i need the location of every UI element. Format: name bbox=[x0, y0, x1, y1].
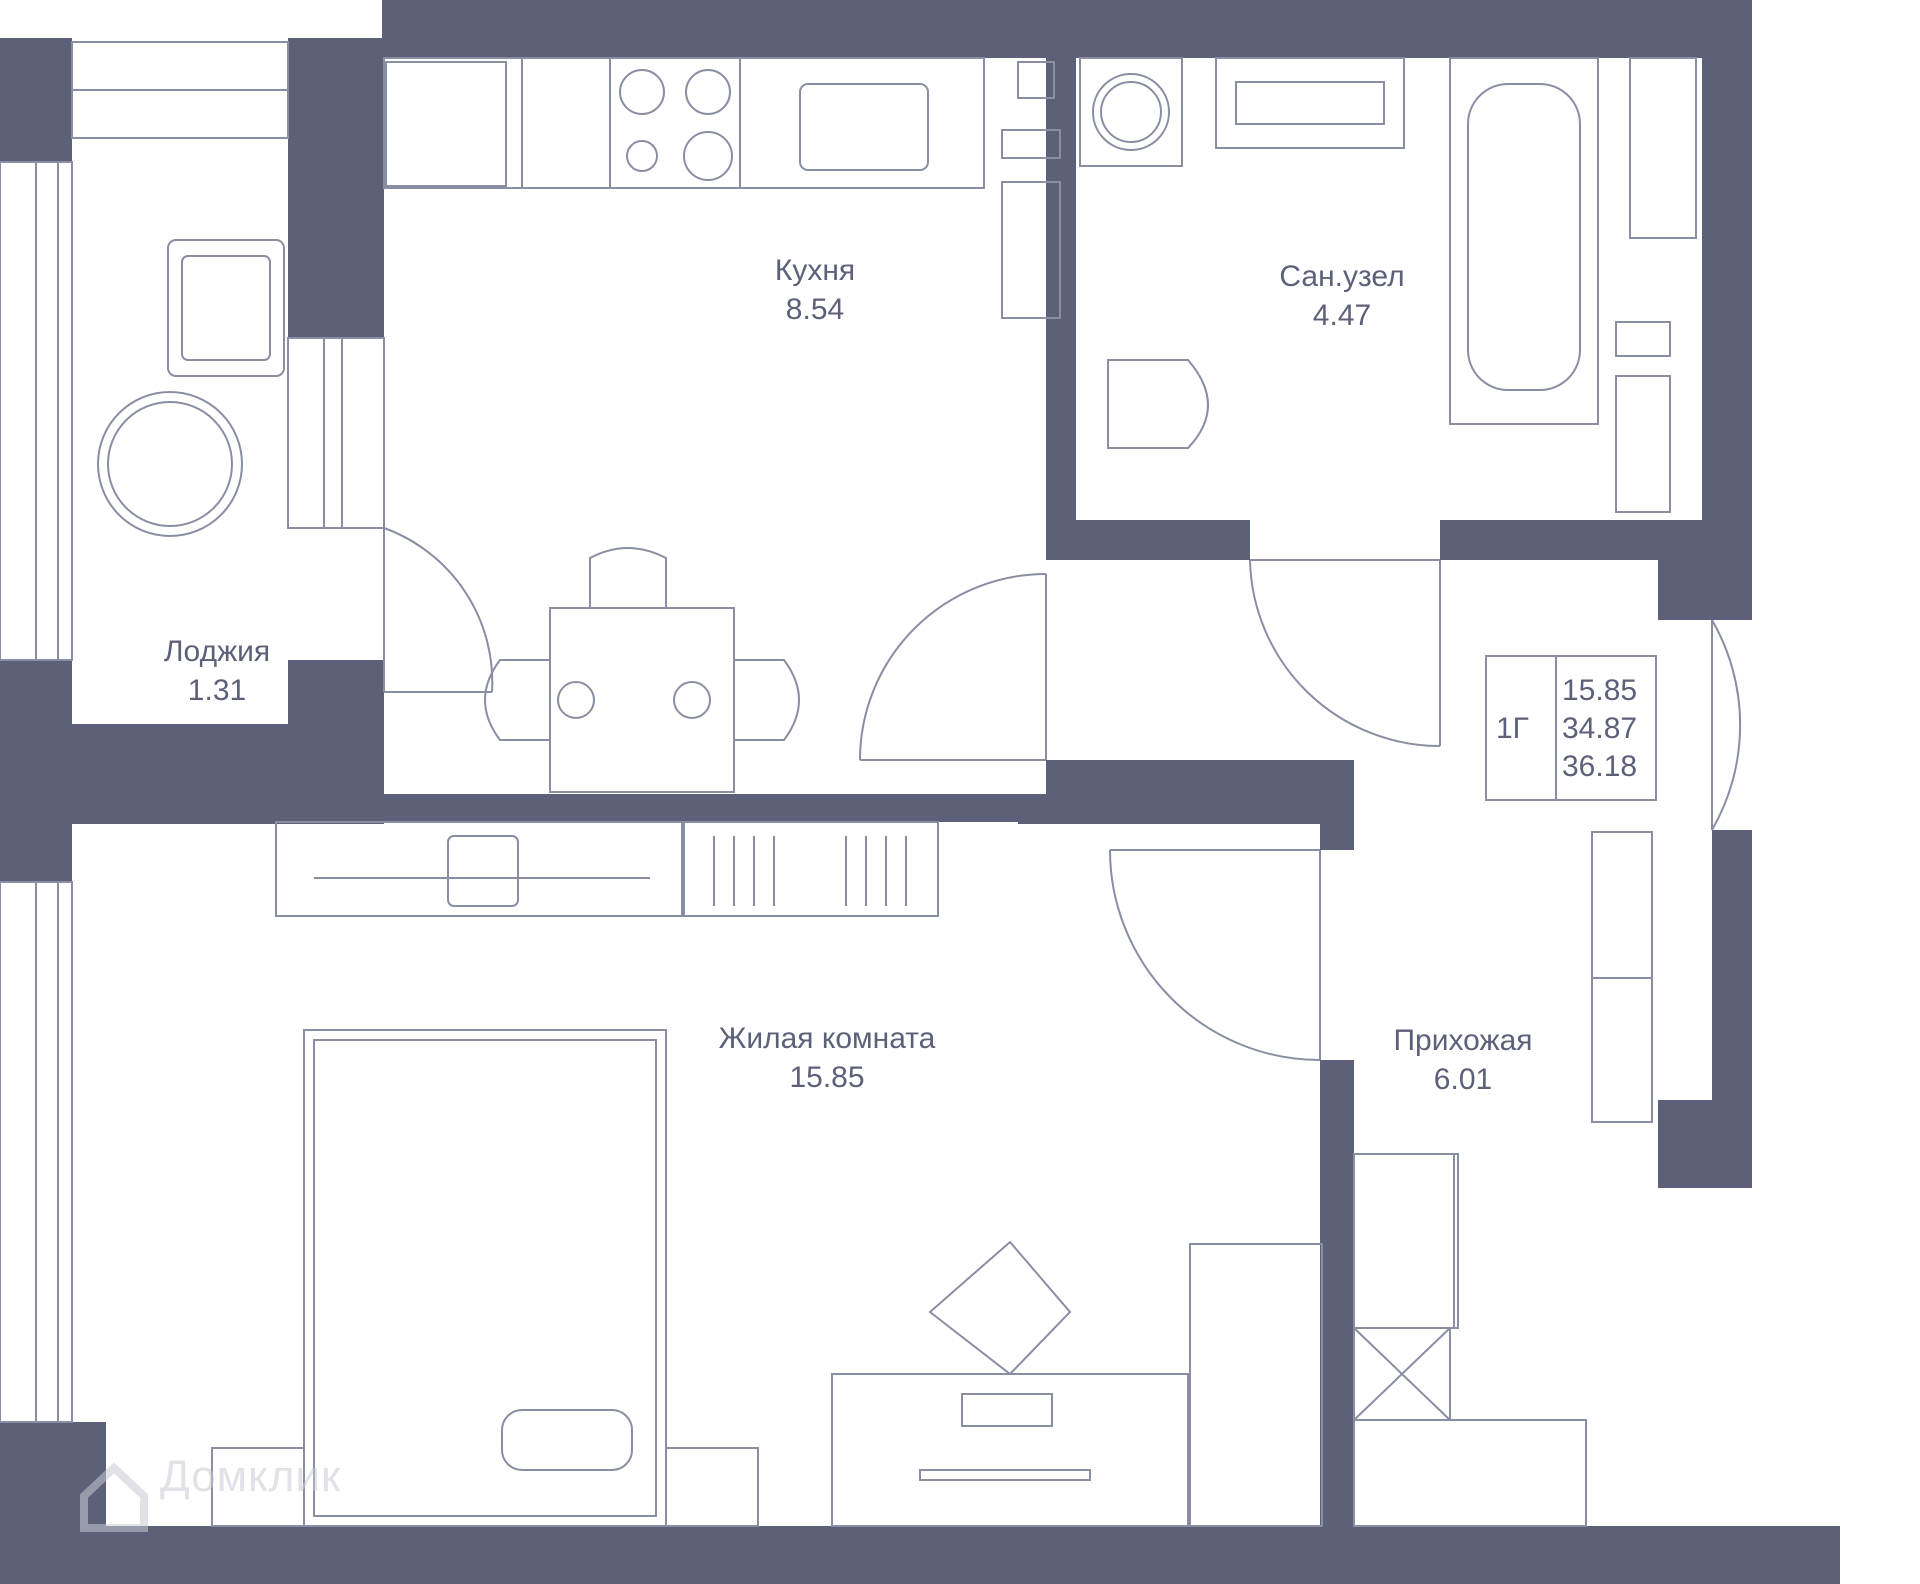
door-swings bbox=[383, 527, 1742, 1061]
loggia-area: 1.31 bbox=[187, 674, 247, 707]
watermark-text: Домклик bbox=[160, 1452, 342, 1501]
total-area: 34.87 bbox=[1562, 712, 1638, 745]
hallway-area: 6.01 bbox=[1433, 1063, 1493, 1096]
hallway-name: Прихожая bbox=[1393, 1024, 1533, 1057]
apartment-type: 1Г bbox=[1496, 712, 1529, 745]
living-furniture bbox=[211, 821, 1323, 1527]
living-area-total: 15.85 bbox=[1562, 674, 1638, 707]
bathroom-fixtures bbox=[1079, 57, 1697, 513]
walls-white-cutouts bbox=[72, 38, 1712, 1526]
kitchen-area: 8.54 bbox=[785, 293, 845, 326]
window-frames bbox=[0, 161, 385, 1423]
loggia-name: Лоджия bbox=[163, 635, 271, 668]
summary-box bbox=[1485, 655, 1657, 801]
living-name: Жилая комната bbox=[718, 1022, 936, 1055]
watermark: Домклик bbox=[80, 1452, 341, 1502]
watermark-icon bbox=[80, 1462, 148, 1532]
bathroom-area: 4.47 bbox=[1312, 299, 1372, 332]
kitchen-name: Кухня bbox=[774, 254, 856, 287]
hallway-furniture bbox=[1353, 831, 1653, 1527]
kitchen-furniture bbox=[383, 57, 1061, 793]
bathroom-name: Сан.узел bbox=[1279, 260, 1405, 293]
loggia-furniture bbox=[71, 41, 289, 537]
area-with-loggia: 36.18 bbox=[1562, 750, 1638, 783]
living-area: 15.85 bbox=[789, 1061, 865, 1094]
